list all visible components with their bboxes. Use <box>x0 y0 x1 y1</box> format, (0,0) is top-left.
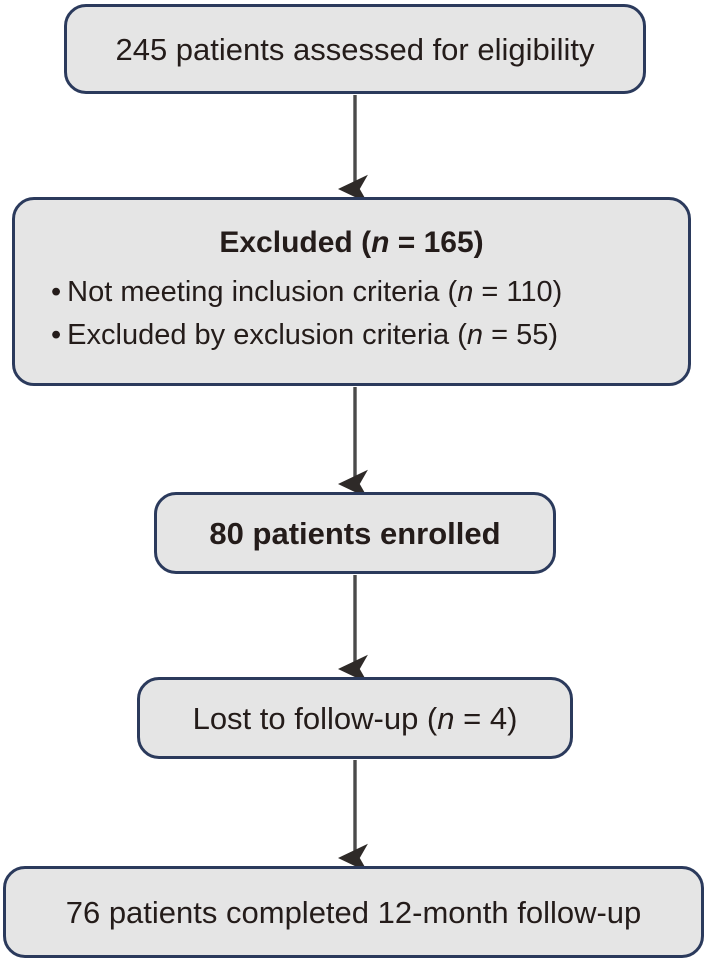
node-enrolled-label: 80 patients enrolled <box>209 515 501 551</box>
node-excluded: Excluded (n = 165) •Not meeting inclusio… <box>12 197 691 386</box>
excluded-item-1-n: n <box>457 276 474 308</box>
lost-prefix: Lost to follow-up ( <box>192 700 438 736</box>
excluded-item-1-prefix: Not meeting inclusion criteria ( <box>67 276 458 308</box>
lost-n: n <box>437 700 455 736</box>
excluded-item-2-suffix: = 55) <box>483 319 558 351</box>
excluded-title-prefix: Excluded ( <box>219 226 372 259</box>
node-lost-to-follow-up: Lost to follow-up (n = 4) <box>137 677 573 759</box>
node-excluded-title: Excluded (n = 165) <box>219 228 483 258</box>
node-completed-follow-up: 76 patients completed 12-month follow-up <box>3 866 704 958</box>
excluded-list-item-1: •Not meeting inclusion criteria (n = 110… <box>51 278 674 307</box>
node-assessed-for-eligibility: 245 patients assessed for eligibility <box>64 4 646 94</box>
bullet-icon: • <box>51 319 62 351</box>
excluded-item-1-suffix: = 110) <box>473 276 563 308</box>
excluded-title-suffix: = 165) <box>389 226 484 259</box>
node-completed-label: 76 patients completed 12-month follow-up <box>65 894 642 930</box>
lost-suffix: = 4) <box>454 700 518 736</box>
excluded-item-2-n: n <box>466 319 484 351</box>
node-excluded-list: •Not meeting inclusion criteria (n = 110… <box>29 264 674 350</box>
excluded-title-n: n <box>371 226 390 259</box>
excluded-item-2-prefix: Excluded by exclusion criteria ( <box>67 319 467 351</box>
excluded-list-item-2: •Excluded by exclusion criteria (n = 55) <box>51 321 674 350</box>
node-assessed-label: 245 patients assessed for eligibility <box>115 31 595 67</box>
bullet-icon: • <box>51 276 62 308</box>
node-lost-label: Lost to follow-up (n = 4) <box>193 703 518 734</box>
node-patients-enrolled: 80 patients enrolled <box>154 492 556 574</box>
